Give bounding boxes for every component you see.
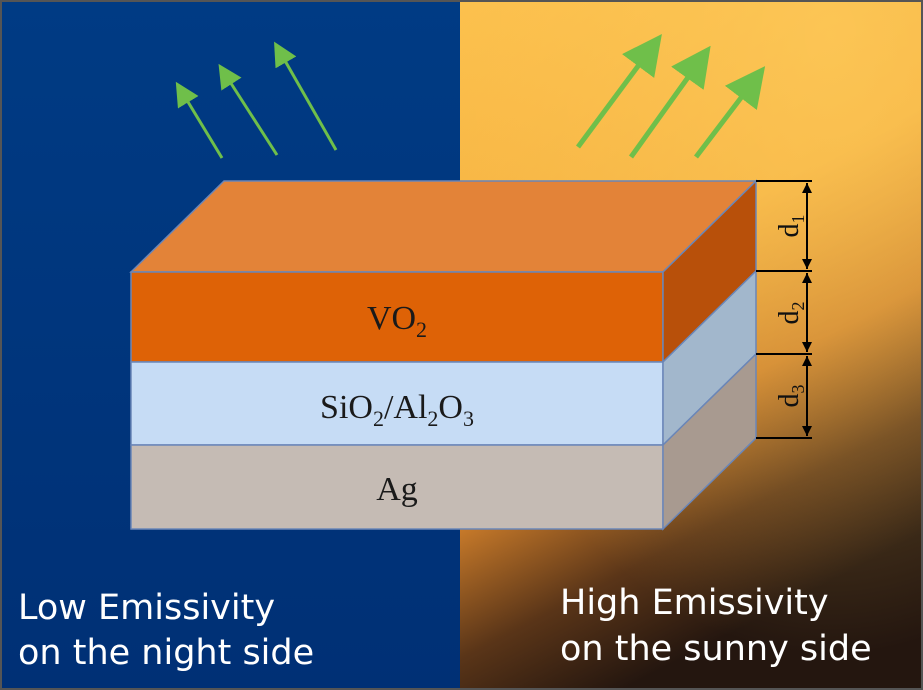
night-caption-line2: on the night side xyxy=(18,633,314,673)
ag-front-face xyxy=(130,444,664,530)
sunny-caption-line2: on the sunny side xyxy=(560,629,872,669)
sunny-caption-line1: High Emissivity xyxy=(560,583,829,623)
layer-label-oxide: SiO2/Al2O3 xyxy=(320,389,474,431)
sunny-emission-arrows xyxy=(575,33,766,159)
sunny-arrow-1 xyxy=(575,33,662,149)
layer-label-ag: Ag xyxy=(376,471,418,508)
sunny-arrow-3 xyxy=(694,66,766,159)
thickness-label-d2: d2 xyxy=(774,302,808,325)
vo2-front-face xyxy=(130,271,664,363)
vo2-top-face xyxy=(129,180,758,273)
multilayer-stack xyxy=(129,179,758,531)
night-arrow-1 xyxy=(175,81,224,159)
sunny-arrow-2 xyxy=(628,45,711,159)
layer-label-vo2: VO2 xyxy=(367,300,427,342)
thickness-label-d1: d1 xyxy=(774,215,808,238)
night-arrow-2 xyxy=(218,63,279,156)
night-caption-line1: Low Emissivity xyxy=(18,588,275,628)
oxide-front-face xyxy=(130,361,664,446)
thickness-label-d3: d3 xyxy=(774,385,808,408)
night-arrow-3 xyxy=(274,41,338,151)
thickness-dimensions xyxy=(756,180,812,439)
night-emission-arrows xyxy=(175,41,338,159)
